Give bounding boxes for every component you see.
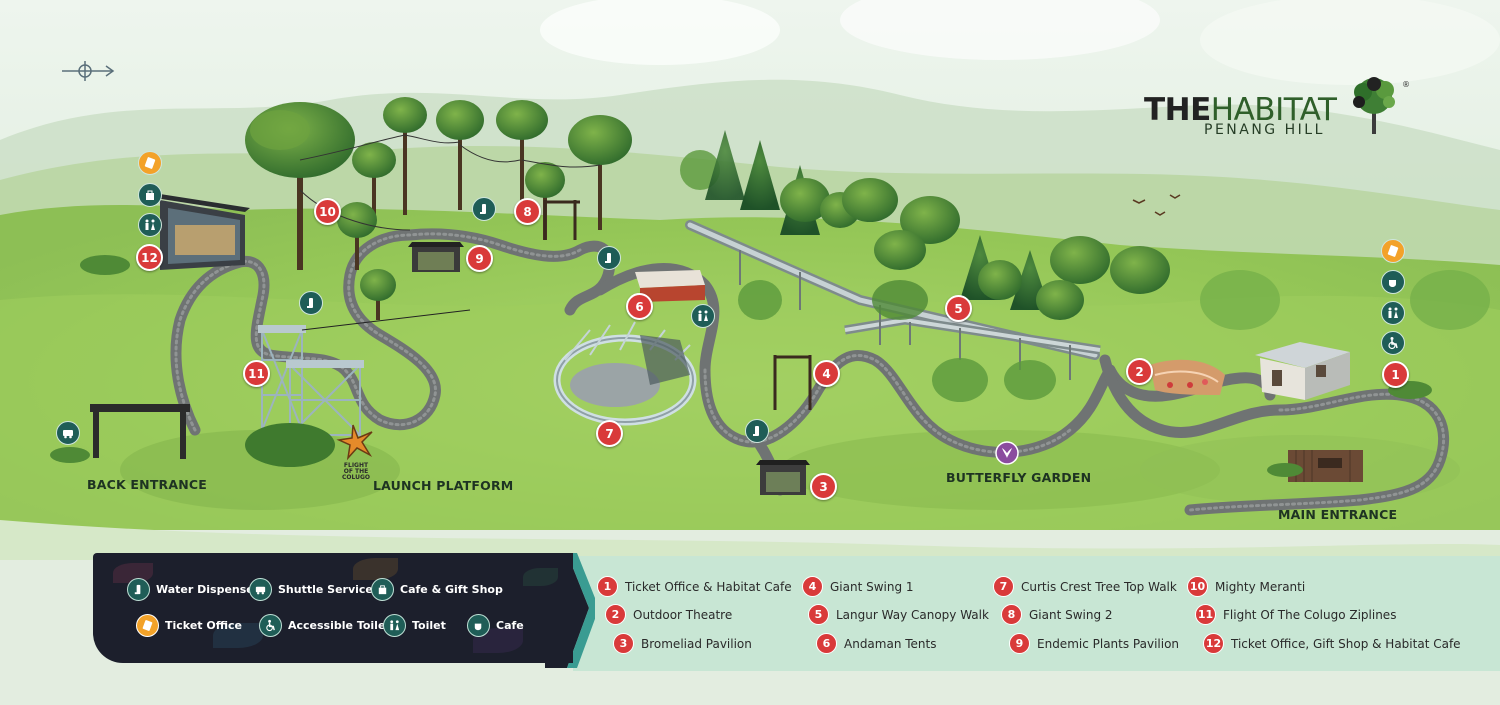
shuttle-icon (249, 578, 272, 601)
poi-label: Outdoor Theatre (633, 607, 733, 622)
poi-9[interactable]: 9 Endemic Plants Pavilion (1009, 633, 1179, 654)
poi-label: Ticket Office, Gift Shop & Habitat Cafe (1231, 636, 1461, 651)
legend-label: Toilet (412, 619, 446, 632)
legend-accessible-toilet: Accessible Toilet (259, 614, 391, 637)
poi-number: 1 (597, 576, 618, 597)
legend-label: Ticket Office (165, 619, 242, 632)
map-marker-6[interactable]: 6 (626, 293, 653, 320)
map-marker-5[interactable]: 5 (945, 295, 972, 322)
legend-label: Cafe (496, 619, 524, 632)
poi-number: 2 (605, 604, 626, 625)
poi-12[interactable]: 12 Ticket Office, Gift Shop & Habitat Caf… (1203, 633, 1461, 654)
logo-subtitle: PENANG HILL (1204, 122, 1325, 138)
poi-number: 6 (816, 633, 837, 654)
poi-label: Bromeliad Pavilion (641, 636, 752, 651)
poi-label: Curtis Crest Tree Top Walk (1021, 579, 1177, 594)
points-of-interest-panel (573, 556, 1500, 671)
legend-cafe: Cafe (467, 614, 524, 637)
back-entrance-label: BACK ENTRANCE (87, 477, 208, 492)
poi-6[interactable]: 6 Andaman Tents (816, 633, 936, 654)
legend-label: Cafe & Gift Shop (400, 583, 503, 596)
cafe-icon (467, 614, 490, 637)
map-marker-1[interactable]: 1 (1382, 361, 1409, 388)
poi-number: 8 (1001, 604, 1022, 625)
poi-number: 3 (613, 633, 634, 654)
poi-label: Giant Swing 1 (830, 579, 914, 594)
poi-number: 7 (993, 576, 1014, 597)
toilet-icon (383, 614, 406, 637)
accessible-toilet-icon[interactable] (1381, 331, 1405, 355)
legend-ticket-office: Ticket Office (136, 614, 242, 637)
launch-platform-label: LAUNCH PLATFORM (373, 478, 514, 493)
water-dispenser-icon[interactable] (299, 291, 323, 315)
habitat-logo: THEHABITAT PENANG HILL ® (1140, 72, 1410, 142)
poi-4[interactable]: 4 Giant Swing 1 (802, 576, 914, 597)
facility-legend: Water Dispenser Shuttle Service Cafe & G… (93, 553, 573, 663)
poi-label: Giant Swing 2 (1029, 607, 1113, 622)
shuttle-icon[interactable] (56, 421, 80, 445)
poi-8[interactable]: 8 Giant Swing 2 (1001, 604, 1113, 625)
ticket-icon[interactable] (138, 151, 162, 175)
poi-label: Langur Way Canopy Walk (836, 607, 989, 622)
legend-shuttle-service: Shuttle Service (249, 578, 373, 601)
map-marker-11[interactable]: 11 (243, 360, 270, 387)
poi-label: Endemic Plants Pavilion (1037, 636, 1180, 651)
legend-label: Accessible Toilet (288, 619, 391, 632)
poi-11[interactable]: 11 Flight Of The Colugo Ziplines (1195, 604, 1396, 625)
legend-label: Water Dispenser (156, 583, 260, 596)
poi-3[interactable]: 3 Bromeliad Pavilion (613, 633, 752, 654)
poi-number: 12 (1203, 633, 1224, 654)
poi-number: 4 (802, 576, 823, 597)
map-marker-9[interactable]: 9 (466, 245, 493, 272)
map-marker-8[interactable]: 8 (514, 198, 541, 225)
water-dispenser-icon[interactable] (472, 197, 496, 221)
legend-water-dispenser: Water Dispenser (127, 578, 259, 601)
water-dispenser-icon[interactable] (597, 246, 621, 270)
poi-number: 9 (1009, 633, 1030, 654)
legend-label: Shuttle Service (278, 583, 373, 596)
poi-1[interactable]: 1 Ticket Office & Habitat Cafe (597, 576, 792, 597)
map-marker-7[interactable]: 7 (596, 420, 623, 447)
poi-number: 5 (808, 604, 829, 625)
toilet-icon[interactable] (138, 213, 162, 237)
logo-the: THE (1144, 92, 1211, 128)
logo-habitat: HABITAT (1210, 92, 1337, 128)
colugo-logo-text: FLIGHT OF THE COLUGO (341, 462, 370, 481)
poi-label: Mighty Meranti (1215, 579, 1306, 594)
legend-cafe-gift-shop: Cafe & Gift Shop (371, 578, 503, 601)
toilet-icon[interactable] (691, 304, 715, 328)
poi-label: Ticket Office & Habitat Cafe (625, 579, 792, 594)
ticket-icon (136, 614, 159, 637)
main-entrance-label: MAIN ENTRANCE (1278, 507, 1398, 522)
map-marker-4[interactable]: 4 (813, 360, 840, 387)
water-dispenser-icon (127, 578, 150, 601)
gift-shop-icon (371, 578, 394, 601)
ticket-icon[interactable] (1381, 239, 1405, 263)
poi-label: Andaman Tents (844, 636, 937, 651)
poi-number: 10 (1187, 576, 1208, 597)
map-marker-3[interactable]: 3 (810, 473, 837, 500)
poi-label: Flight Of The Colugo Ziplines (1223, 607, 1397, 622)
water-dispenser-icon[interactable] (745, 419, 769, 443)
legend-toilet: Toilet (383, 614, 446, 637)
map-marker-12[interactable]: 12 (136, 244, 163, 271)
accessible-toilet-icon (259, 614, 282, 637)
tree-logo-icon (1353, 77, 1395, 134)
poi-5[interactable]: 5 Langur Way Canopy Walk (808, 604, 989, 625)
registered-mark: ® (1402, 80, 1410, 89)
cafe-icon[interactable] (1381, 270, 1405, 294)
poi-number: 11 (1195, 604, 1216, 625)
poi-10[interactable]: 10 Mighty Meranti (1187, 576, 1305, 597)
poi-2[interactable]: 2 Outdoor Theatre (605, 604, 732, 625)
toilet-icon[interactable] (1381, 301, 1405, 325)
map-marker-2[interactable]: 2 (1126, 358, 1153, 385)
gift-shop-icon[interactable] (138, 183, 162, 207)
map-marker-10[interactable]: 10 (314, 198, 341, 225)
poi-7[interactable]: 7 Curtis Crest Tree Top Walk (993, 576, 1177, 597)
butterfly-garden-label: BUTTERFLY GARDEN (946, 470, 1092, 485)
